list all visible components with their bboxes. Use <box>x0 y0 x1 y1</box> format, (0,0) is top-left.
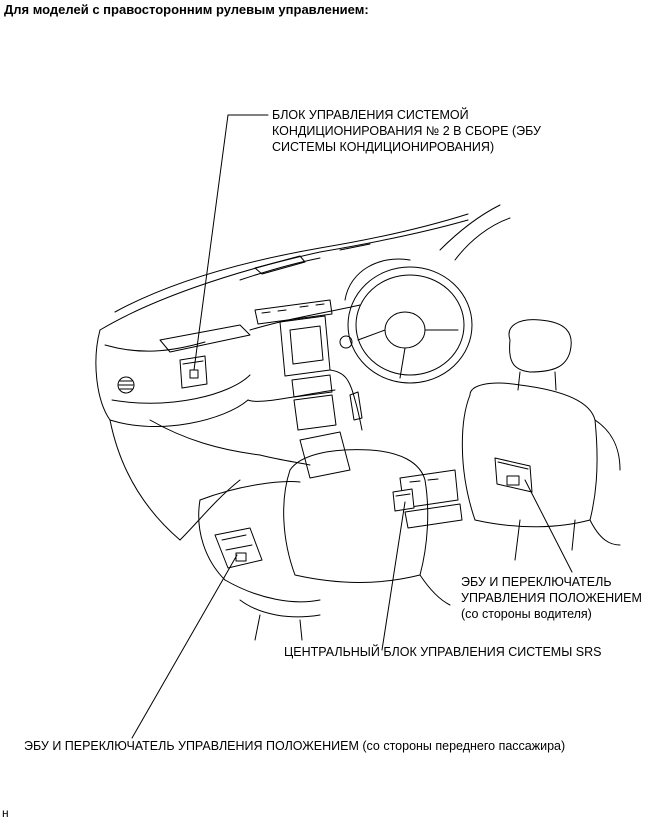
label-srs-unit: ЦЕНТРАЛЬНЫЙ БЛОК УПРАВЛЕНИЯ СИСТЕМЫ SRS <box>284 645 602 659</box>
driver-seat <box>462 320 620 560</box>
label-driver-ecu-line-2: УПРАВЛЕНИЯ ПОЛОЖЕНИЕМ <box>461 591 642 605</box>
page-heading: Для моделей с правосторонним рулевым упр… <box>4 2 369 17</box>
leader-driver-ecu <box>525 480 572 572</box>
label-driver-ecu-line-3: (со стороны водителя) <box>461 607 592 621</box>
left-air-vent <box>118 377 134 393</box>
label-ac-ecu: БЛОК УПРАВЛЕНИЯ СИСТЕМОЙ КОНДИЦИОНИРОВАН… <box>272 107 541 155</box>
srs-unit-component <box>393 489 414 511</box>
leader-passenger-ecu <box>132 555 237 738</box>
driver-ecu-component <box>495 458 532 492</box>
label-ac-ecu-line-1: БЛОК УПРАВЛЕНИЯ СИСТЕМОЙ <box>272 108 469 122</box>
leader-lines <box>132 115 572 738</box>
lower-dash <box>110 420 310 540</box>
label-driver-ecu-line-1: ЭБУ И ПЕРЕКЛЮЧАТЕЛЬ <box>461 575 612 589</box>
steering-wheel <box>340 259 472 383</box>
footer-mark: н <box>2 806 9 820</box>
passenger-seat <box>199 450 450 640</box>
windshield-frame <box>440 205 510 260</box>
leader-ac-ecu <box>194 115 268 370</box>
label-ac-ecu-line-2: КОНДИЦИОНИРОВАНИЯ № 2 В СБОРЕ (ЭБУ <box>272 124 541 138</box>
ac-ecu-component <box>180 356 207 388</box>
label-ac-ecu-line-3: СИСТЕМЫ КОНДИЦИОНИРОВАНИЯ) <box>272 140 495 154</box>
dashboard-outline <box>96 214 468 427</box>
leader-srs-unit <box>382 502 405 650</box>
label-driver-ecu: ЭБУ И ПЕРЕКЛЮЧАТЕЛЬ УПРАВЛЕНИЯ ПОЛОЖЕНИЕ… <box>461 574 642 622</box>
passenger-ecu-component <box>215 528 262 568</box>
label-passenger-ecu: ЭБУ И ПЕРЕКЛЮЧАТЕЛЬ УПРАВЛЕНИЯ ПОЛОЖЕНИЕ… <box>24 739 566 753</box>
center-console <box>255 300 362 478</box>
